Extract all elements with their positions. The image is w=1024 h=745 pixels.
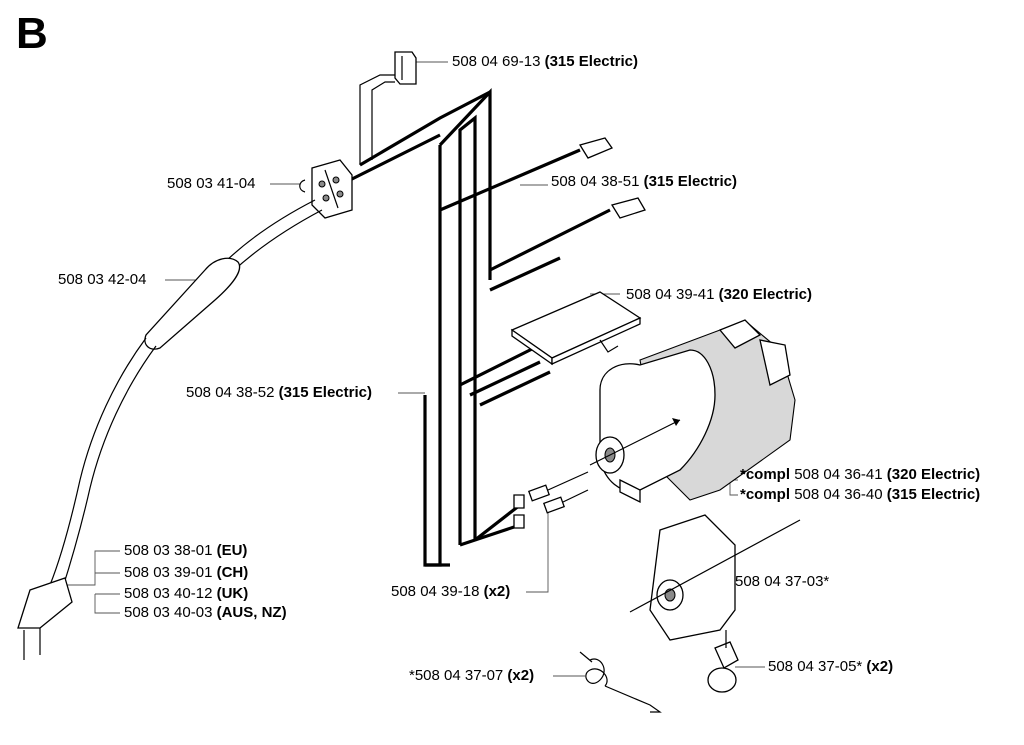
part-note: (EU) xyxy=(216,542,248,559)
section-letter: B xyxy=(16,9,48,58)
part-label-plug-uk: 508 03 40-12 (UK) xyxy=(124,585,248,603)
part-number: 508 04 37-03* xyxy=(735,573,830,590)
part-number: 508 03 39-01 xyxy=(124,564,213,581)
part-note: (x2) xyxy=(866,658,894,675)
part-label-wiring-harness: 508 04 38-52 (315 Electric) xyxy=(186,384,372,402)
part-label-wire-connector: 508 04 38-51 (315 Electric) xyxy=(551,173,737,191)
part-label-circuit-board: 508 04 39-41 (320 Electric) xyxy=(626,286,812,304)
spring xyxy=(579,651,662,713)
part-note: (315 Electric) xyxy=(278,384,372,401)
part-label-plug-aus-nz: 508 03 40-03 (AUS, NZ) xyxy=(124,604,287,622)
part-note: (320 Electric) xyxy=(886,466,981,483)
part-number: 508 04 39-18 xyxy=(391,583,480,600)
brush-holder xyxy=(707,630,739,693)
power-cord xyxy=(17,199,323,660)
part-label-end-bracket: 508 04 37-03* xyxy=(735,573,829,591)
part-number: 508 04 37-05* xyxy=(768,658,863,675)
part-number: 508 04 38-51 xyxy=(551,173,640,190)
circuit-board xyxy=(510,291,642,366)
part-label-switch: 508 03 41-04 xyxy=(167,175,255,193)
part-number: 508 04 69-13 xyxy=(452,53,541,70)
part-note: (UK) xyxy=(216,585,249,602)
part-label-carbon-brush: 508 04 39-18 (x2) xyxy=(391,583,510,601)
part-number: 508 04 36-41 xyxy=(794,466,883,483)
part-note: (x2) xyxy=(483,583,511,600)
part-label-spring: *508 04 37-07 (x2) xyxy=(409,667,534,685)
part-prefix: *compl xyxy=(740,486,791,503)
part-note: (320 Electric) xyxy=(718,286,812,303)
part-note: (315 Electric) xyxy=(886,486,981,503)
part-prefix: *compl xyxy=(740,466,791,483)
switch-block xyxy=(299,159,353,219)
part-label-plug-eu: 508 03 38-01 (EU) xyxy=(124,542,247,560)
part-label-harness-connector: 508 04 69-13 (315 Electric) xyxy=(452,53,638,71)
part-number: 508 04 38-52 xyxy=(186,384,275,401)
wire-connectors xyxy=(394,51,646,529)
part-number: 508 04 36-40 xyxy=(794,486,883,503)
motor-assembly xyxy=(589,319,796,504)
part-number: 508 03 38-01 xyxy=(124,542,213,559)
carbon-brushes xyxy=(527,471,589,514)
part-number: 508 03 41-04 xyxy=(167,175,256,192)
part-label-brush-holder: 508 04 37-05* (x2) xyxy=(768,658,893,676)
part-label-motor-320: *compl 508 04 36-41 (320 Electric) xyxy=(740,466,980,484)
part-number: 508 03 40-03 xyxy=(124,604,213,621)
part-label-motor-315: *compl 508 04 36-40 (315 Electric) xyxy=(740,486,980,504)
wiring-harness xyxy=(339,74,611,567)
part-note: (AUS, NZ) xyxy=(216,604,287,621)
part-label-power-cord: 508 03 42-04 xyxy=(58,271,146,289)
part-number: 508 04 39-41 xyxy=(626,286,715,303)
part-note: (x2) xyxy=(507,667,535,684)
part-note: (CH) xyxy=(216,564,249,581)
part-note: (315 Electric) xyxy=(643,173,737,190)
end-bracket xyxy=(629,514,801,641)
part-label-plug-ch: 508 03 39-01 (CH) xyxy=(124,564,248,582)
part-number: *508 04 37-07 xyxy=(409,667,504,684)
part-note: (315 Electric) xyxy=(544,53,638,70)
part-number: 508 03 42-04 xyxy=(58,271,147,288)
part-number: 508 03 40-12 xyxy=(124,585,213,602)
